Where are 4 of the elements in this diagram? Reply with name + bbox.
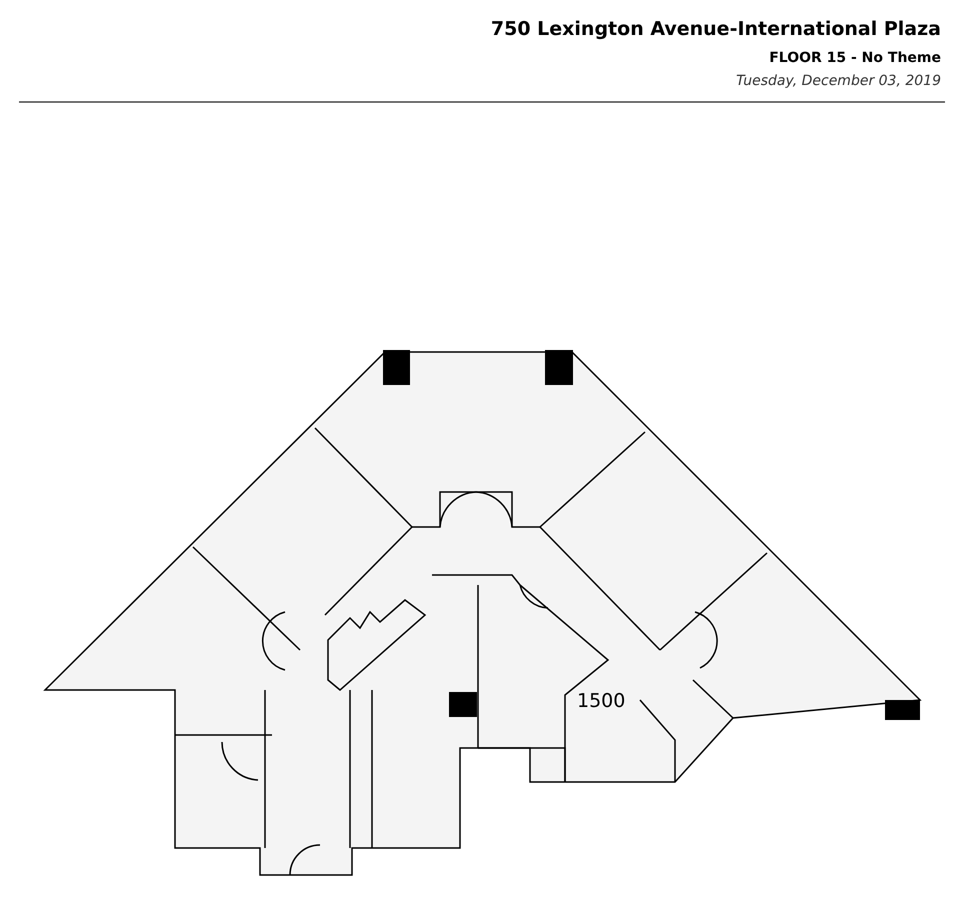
date-text: Tuesday, December 03, 2019 <box>736 73 941 89</box>
floor-subtitle: FLOOR 15 - No Theme <box>769 50 941 66</box>
page-title: 750 Lexington Avenue-International Plaza <box>490 18 941 40</box>
suite-number: 1500 <box>577 690 626 712</box>
